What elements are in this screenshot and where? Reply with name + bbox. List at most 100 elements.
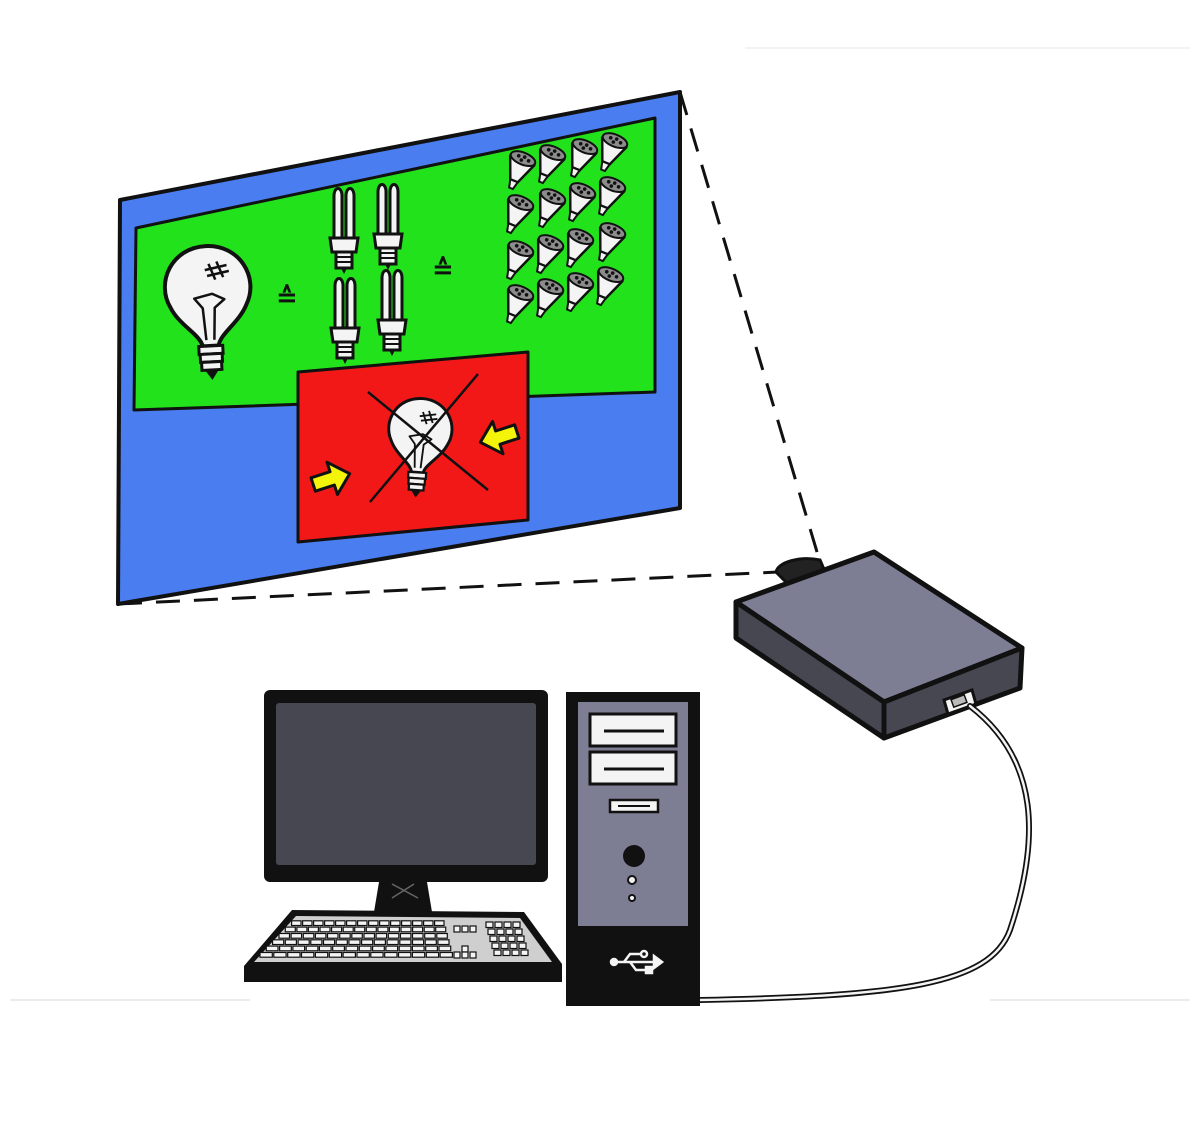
red-panel (296, 350, 530, 544)
keyboard-key (411, 932, 424, 939)
keyboard-key (272, 939, 285, 946)
keyboard-key (273, 951, 287, 958)
keyboard-key (339, 932, 351, 939)
keyboard-key (375, 932, 388, 939)
keyboard-key (437, 939, 450, 946)
keyboard-key (469, 951, 477, 959)
keyboard-key (411, 945, 425, 952)
keyboard-key (461, 951, 469, 959)
keyboard-key (296, 926, 308, 933)
keyboard-key (412, 926, 424, 933)
keyboard-key (297, 939, 310, 946)
crossed-out-bulb-icon (367, 373, 489, 503)
keyboard-key (279, 945, 292, 952)
keyboard-key (300, 951, 315, 958)
keyboard-key (313, 920, 324, 927)
keyboard-key (363, 932, 376, 939)
keyboard-key (331, 926, 343, 933)
keyboard-key (500, 942, 509, 950)
keyboard-key (493, 949, 502, 957)
keyboard-key (399, 932, 412, 939)
keyboard-key (314, 932, 327, 939)
keyboard-key (356, 951, 370, 958)
monitor-icon (264, 690, 548, 912)
keyboard-key (284, 939, 297, 946)
led-indicator (627, 875, 637, 885)
floor-line (10, 47, 1190, 1001)
keyboard-key (305, 945, 319, 952)
keyboard-key (435, 926, 447, 933)
keyboard-icon (244, 910, 562, 982)
keyboard-key (436, 932, 448, 939)
keyboard-key (502, 949, 511, 957)
keyboard-key (307, 926, 319, 933)
keyboard-key (370, 951, 384, 958)
floppy-slot (608, 798, 660, 814)
keyboard-key (335, 920, 346, 927)
keyboard-key (512, 921, 521, 929)
keyboard-key (302, 920, 313, 927)
keyboard-key (322, 939, 336, 946)
svg-text:≙: ≙ (276, 283, 298, 313)
keyboard-key (358, 945, 372, 952)
keyboard-key (489, 935, 498, 943)
keyboard-key (507, 935, 516, 943)
keyboard-key (423, 920, 434, 927)
keyboard-key (385, 945, 399, 952)
cable-icon (697, 703, 1033, 1003)
svg-text:≙: ≙ (432, 255, 454, 285)
keyboard-key (290, 932, 303, 939)
keyboard-key (494, 921, 503, 929)
keyboard-key (265, 945, 279, 952)
keyboard-key (314, 951, 329, 958)
keyboard-key (425, 951, 440, 958)
drive-bay (588, 712, 678, 748)
usb-symbol-icon (609, 949, 665, 975)
keyboard-key (514, 928, 523, 936)
keyboard-key (342, 926, 354, 933)
keyboard-key (400, 926, 412, 933)
keyboard-key (384, 951, 398, 958)
keyboard-key (328, 951, 343, 958)
keyboard-key (386, 939, 399, 946)
keyboard-key (387, 932, 400, 939)
keyboard-key (310, 939, 323, 946)
keyboard-key (326, 932, 339, 939)
keyboard-key (509, 942, 518, 950)
keyboard-key (397, 951, 412, 958)
keyboard-key (518, 942, 527, 950)
keyboard-key (287, 951, 301, 958)
keyboard-key (401, 920, 412, 927)
keyboard-key (365, 926, 377, 933)
keyboard-key (424, 932, 436, 939)
keyboard-key (485, 921, 494, 929)
keyboard-key (412, 920, 423, 927)
keyboard-key (453, 951, 461, 959)
keyboard-key (424, 939, 437, 946)
keyboard-key (453, 925, 461, 933)
keyboard-key (335, 939, 348, 946)
keyboard-key (505, 928, 514, 936)
projection-beam (117, 91, 822, 606)
keyboard-key (361, 939, 374, 946)
keyboard-key (346, 920, 357, 927)
keyboard-key (373, 939, 386, 946)
keyboard-key (423, 926, 435, 933)
keyboard-key (284, 926, 296, 933)
keyboard-key (342, 951, 357, 958)
keyboard-key (351, 932, 363, 939)
drive-bay (588, 750, 678, 786)
keyboard-key (278, 932, 291, 939)
keyboard-key (511, 949, 520, 957)
keyboard-key (291, 920, 302, 927)
keyboard-key (461, 945, 469, 953)
keyboard-key (388, 926, 400, 933)
keyboard-key (487, 928, 496, 936)
keyboard-key (399, 939, 412, 946)
keyboard-key (332, 945, 346, 952)
keyboard-key (520, 949, 529, 957)
keyboard-key (377, 926, 389, 933)
keyboard-key (461, 925, 469, 933)
keyboard-key (372, 945, 385, 952)
keyboard-key (469, 925, 477, 933)
